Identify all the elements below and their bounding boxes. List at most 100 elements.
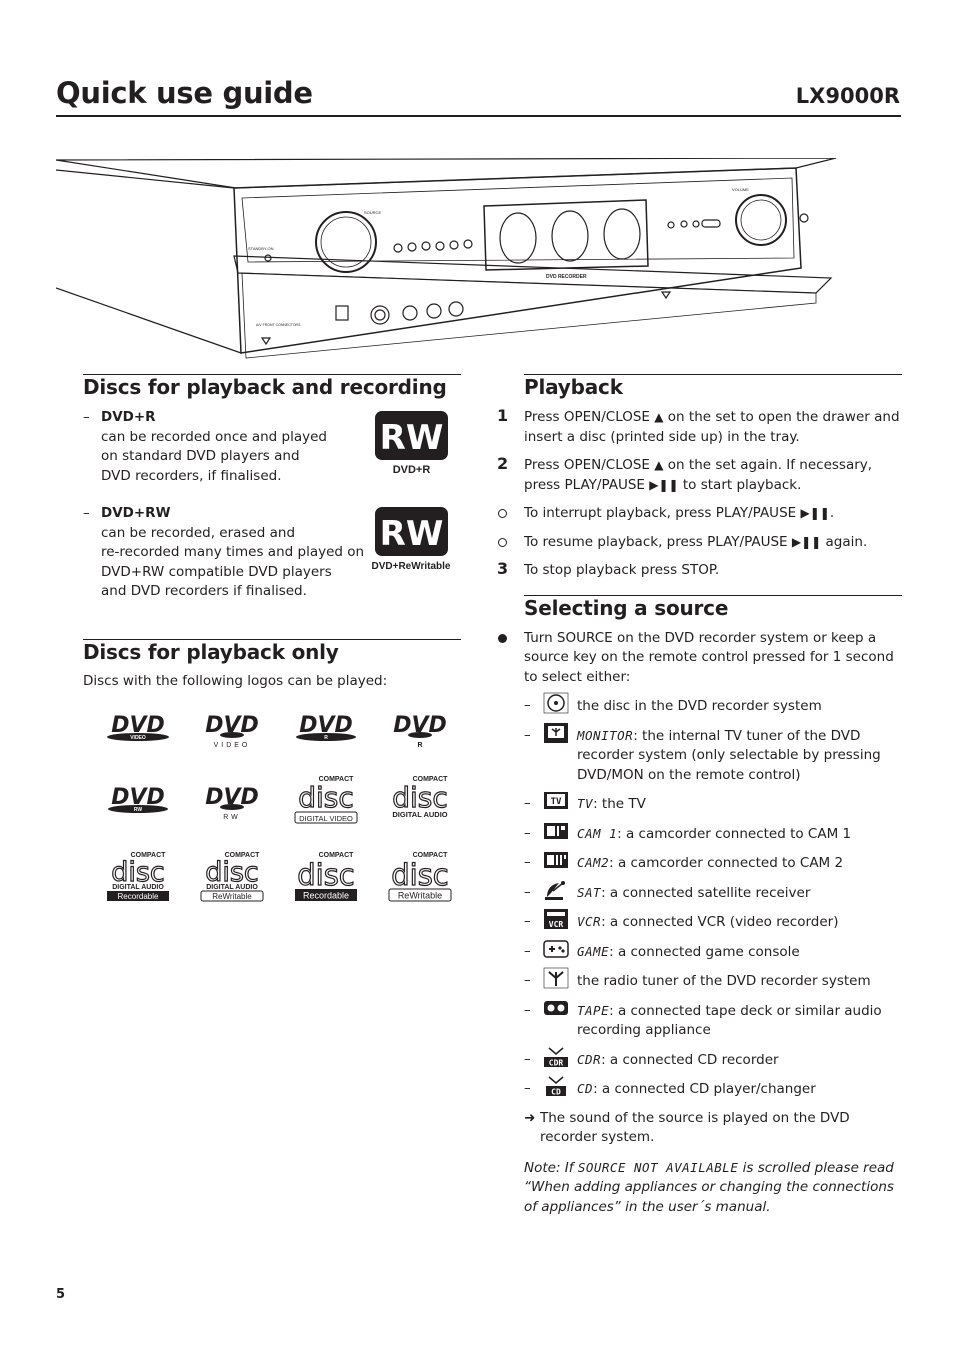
eject-icon: ▲ [654, 458, 664, 472]
source-item-monitor: – MONITOR: the internal TV tuner of the … [497, 722, 902, 786]
logo-compact-2: COMPACT [413, 776, 449, 783]
dvd-plus-r-logo: RW DVD+R [375, 411, 448, 476]
logo-compact-1: COMPACT [319, 776, 355, 783]
bullet-text-a: To interrupt playback, press PLAY/PAUSE [524, 505, 797, 521]
source-lcd: TAPE [577, 1002, 610, 1018]
source-item-tuner: – the radio tuner of the DVD recorder sy… [497, 967, 902, 992]
vcr-icon-text: VCR [549, 920, 564, 929]
result-text: The sound of the source is played on the… [540, 1109, 850, 1146]
section-title-source: Selecting a source [524, 594, 902, 620]
section-title-playback: Playback [524, 374, 902, 399]
device-source-label: SOURCE [364, 210, 381, 215]
dvdrw-name: DVD+RW [101, 505, 171, 521]
logo-recordable-2: Recordable [303, 890, 349, 900]
logo-disc-1: disc [298, 781, 354, 814]
source-text: : a connected game console [609, 943, 800, 960]
source-text: : a connected satellite receiver [601, 884, 811, 901]
circle-bullet-icon [498, 537, 507, 547]
tv-icon-text: TV [551, 797, 562, 807]
cd-rewritable-logo: COMPACT disc DIGITAL AUDIO ReWritable [200, 852, 264, 901]
bullet-text-b: again. [821, 533, 868, 550]
device-standby-label: STANDBY-ON [248, 246, 274, 251]
source-lcd: CDR [577, 1051, 602, 1067]
playback-step-1: 1 Press OPEN/CLOSE ▲ on the set to open … [497, 406, 902, 447]
dvdr-name: DVD+R [101, 409, 156, 425]
step-text: To stop playback press STOP. [524, 562, 720, 578]
dvdrw-line-1: can be recorded, erased and [101, 524, 296, 541]
step-text-b: on the set again. If necessary, press PL… [524, 457, 873, 493]
logo-disc-3: disc [111, 857, 165, 888]
step-text-a: Press OPEN/CLOSE [524, 457, 650, 473]
playback-bullet-resume: To resume playback, press PLAY/PAUSE ▶❚❚… [497, 533, 902, 553]
playback-step-3: 3 To stop playback press STOP. [497, 559, 902, 581]
source-text: : the internal TV tuner of the DVD recor… [577, 727, 881, 783]
source-item-cdr: – CDR CDR: a connected CD recorder [497, 1046, 902, 1071]
antenna-icon [543, 967, 569, 989]
cd-icon: CD [546, 1076, 566, 1097]
note-lcd: SOURCE NOT AVAILABLE [577, 1159, 739, 1175]
disc-icon [543, 692, 569, 714]
cd-rewritable-logo-2: COMPACT disc ReWritable [388, 852, 452, 901]
dvd-video-logo-2: DVD VIDEO [205, 713, 259, 749]
eject-icon: ▲ [654, 410, 664, 424]
logo-digital-audio-2: DIGITAL AUDIO [112, 884, 164, 891]
source-text: : a connected VCR (video recorder) [601, 914, 839, 930]
logo-r-text-2: R [417, 742, 422, 749]
tv-icon: TV [544, 792, 568, 809]
cd-recordable-logo: COMPACT disc DIGITAL AUDIO Recordable [107, 852, 169, 901]
playback-step-2: 2 Press OPEN/CLOSE ▲ on the set again. I… [497, 454, 902, 495]
source-intro: Turn SOURCE on the DVD recorder system o… [497, 629, 902, 688]
source-intro-text: Turn SOURCE on the DVD recorder system o… [524, 629, 894, 685]
logo-r-text: R [324, 735, 328, 741]
logo-rw-text: RW [134, 807, 143, 813]
title-rule [56, 115, 901, 117]
source-text: the radio tuner of the DVD recorder syst… [577, 973, 871, 989]
dvdrw-line-3: DVD+RW compatible DVD players [101, 563, 332, 580]
step-text-c: to start playback. [678, 476, 802, 493]
source-text: : a connected CD player/changer [593, 1081, 816, 1097]
dvd-plus-rw-logo: RW DVD+ReWritable [371, 507, 451, 572]
logo-rewritable-2: ReWritable [398, 890, 442, 900]
satellite-icon [545, 880, 565, 900]
dvd-r-logo-2: DVD R [393, 713, 447, 749]
dvd-video-logo: DVD VIDEO [107, 713, 169, 741]
logo-digital-audio-3: DIGITAL AUDIO [206, 884, 258, 891]
camcorder1-icon [544, 822, 568, 839]
source-text: : a connected tape deck or similar audio… [577, 1002, 882, 1039]
source-list: – the disc in the DVD recorder system – … [497, 692, 902, 1100]
source-item-tape: – TAPE: a connected tape deck or similar… [497, 1000, 902, 1041]
logo-compact-3: COMPACT [131, 852, 167, 859]
dvdr-logo-caption: DVD+R [393, 464, 431, 476]
dvdrw-logo-caption: DVD+ReWritable [371, 561, 450, 572]
note-text-b: is scrolled please read “When adding app… [524, 1159, 894, 1215]
source-item-cd: – CD CD: a connected CD player/changer [497, 1076, 902, 1100]
device-volume-label: VOLUME [732, 187, 749, 192]
model-number: LX9000R [795, 84, 900, 108]
device-av-front-label: A/V FRONT CONNECTORS [256, 323, 301, 327]
step-text-b: on the set to open the drawer and insert… [524, 409, 900, 445]
game-icon [543, 939, 569, 958]
rw-logo-mark: RW [380, 418, 444, 458]
bullet-text-b: . [829, 505, 835, 521]
logo-digital-audio-1: DIGITAL AUDIO [392, 810, 447, 819]
right-column: Playback 1 Press OPEN/CLOSE ▲ on the set… [497, 374, 902, 1217]
monitor-icon [544, 722, 568, 743]
logo-digital-video: DIGITAL VIDEO [299, 814, 353, 823]
source-item-disc: – the disc in the DVD recorder system [497, 692, 902, 717]
filled-bullet-icon [498, 633, 507, 643]
disc-logo-grid: DVD VIDEO DVD VIDEO DVD R DVD R DVD [83, 700, 461, 915]
cdr-icon-text: CDR [549, 1058, 564, 1067]
tape-icon [544, 1000, 568, 1015]
dvdrw-line-2: re-recorded many times and played on [101, 544, 365, 560]
source-lcd: SAT [577, 884, 602, 900]
logo-compact-6: COMPACT [413, 852, 449, 859]
dvd-r-logo: DVD R [296, 713, 356, 741]
dvd-rw-logo: DVD RW [108, 785, 168, 813]
source-lcd: CAM2 [577, 855, 610, 870]
source-lcd: VCR [577, 914, 602, 929]
source-item-tv: – TV TV: the TV [497, 792, 902, 815]
rw-logo-mark-2: RW [380, 514, 444, 554]
step-number: 3 [497, 559, 509, 578]
logo-disc-2: disc [392, 781, 448, 814]
cd-recordable-logo-2: COMPACT disc Recordable [295, 852, 357, 901]
